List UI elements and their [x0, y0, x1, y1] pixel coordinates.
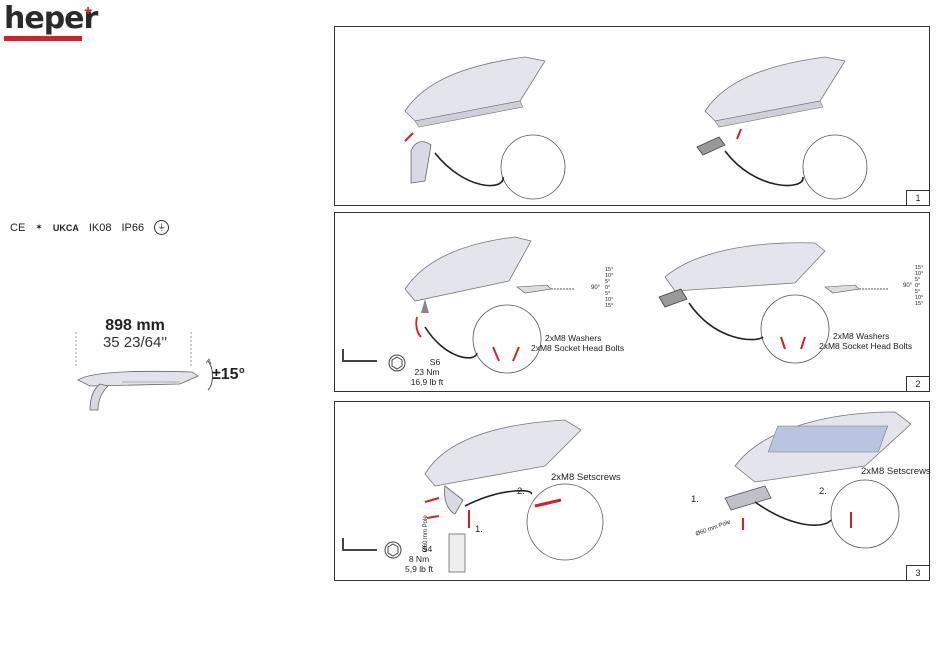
certification-row: CE ✶ UKCA IK08 IP66 ⏚ [10, 220, 169, 235]
step-1-left: 1. [475, 524, 483, 535]
post-top-pole-mount-drawing [715, 406, 925, 556]
step-panel-3: 2xM8 Setscrews 2. 1. Ø60 mm Pole 2xM8 Se… [334, 401, 930, 581]
tilt-range: ±15° [212, 366, 245, 384]
hex-key-icon [341, 536, 381, 560]
tool-size: S6 [397, 357, 457, 367]
bolts-note-right: 2xM8 Socket Head Bolts [819, 341, 912, 351]
ik-rating: IK08 [89, 222, 112, 234]
angle-center-left: 90° [591, 285, 600, 291]
angle-list-right: 15°10°5°0°5°10°15° [915, 265, 923, 307]
brand-plus-icon: + [84, 3, 92, 17]
tool-torque-nm: 23 Nm [397, 367, 457, 377]
bolts-note-left: 2xM8 Socket Head Bolts [531, 343, 624, 353]
luminaire-post-top-drawing [695, 41, 925, 201]
ukca-mark: UKCA [53, 223, 79, 233]
luminaire-side-entry-drawing [395, 41, 645, 201]
enec-mark: ✶ [35, 222, 43, 233]
setscrews-note-right: 2xM8 Setscrews [861, 466, 931, 477]
tool-size: S4 [391, 544, 447, 554]
washers-note-right: 2xM8 Washers [833, 331, 889, 341]
tool-torque-nm: 8 Nm [391, 554, 447, 564]
angle-scale-right [825, 271, 895, 311]
brand-underline [4, 36, 82, 41]
ground-icon: ⏚ [154, 220, 169, 235]
tool-torque-lbft: 16,9 lb ft [397, 377, 457, 387]
ip-rating: IP66 [121, 222, 144, 234]
tool-torque-lbft: 5,9 lb ft [391, 564, 447, 574]
step-2-left: 2. [517, 486, 525, 497]
angle-list-left: 15°10°5°0°5°10°15° [605, 267, 613, 309]
tool-spec: S6 23 Nm 16,9 lb ft [397, 357, 457, 387]
angle-scale-left [517, 271, 577, 311]
tool-spec: S4 8 Nm 5,9 lb ft [391, 544, 447, 574]
step-panel-2: 90° 15°10°5°0°5°10°15° 2xM8 Washers 2xM8… [334, 212, 930, 392]
step-1-right: 1. [691, 494, 699, 505]
step-2-right: 2. [819, 486, 827, 497]
angle-center-right: 90° [903, 283, 912, 289]
setscrews-note-left: 2xM8 Setscrews [551, 472, 621, 483]
ce-mark: CE [10, 222, 25, 234]
hex-key-icon [341, 347, 381, 371]
washers-note-left: 2xM8 Washers [545, 333, 601, 343]
panel-number: 3 [906, 565, 929, 580]
step-panel-1: 1 [334, 26, 930, 206]
product-drawing [60, 328, 220, 418]
panel-number: 2 [906, 376, 929, 391]
panel-number: 1 [906, 190, 929, 205]
